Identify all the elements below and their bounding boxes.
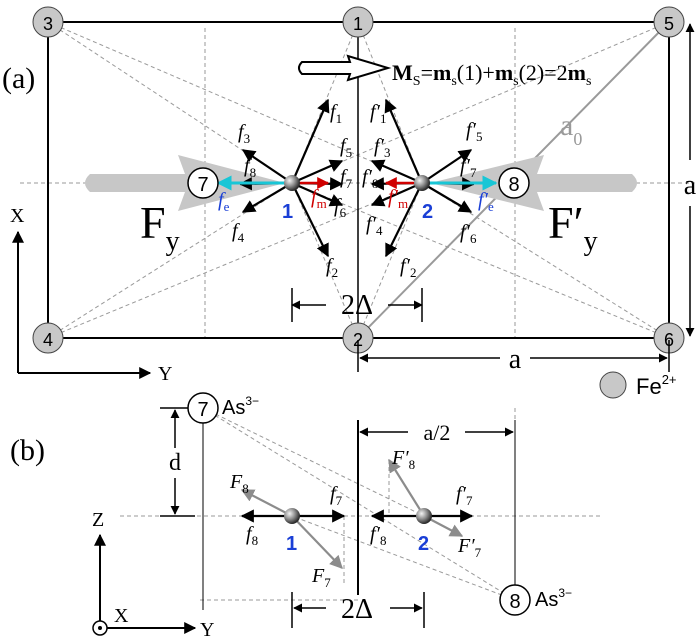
svg-text:f′7: f′7 [456, 483, 473, 508]
svg-text:fm: fm [311, 186, 327, 211]
fe-atom-1-b-label: 1 [286, 533, 297, 555]
svg-text:f′e: f′e [478, 189, 494, 214]
fe-atom-2 [414, 175, 430, 191]
svg-text:f′8: f′8 [370, 523, 386, 548]
svg-text:4: 4 [43, 330, 53, 350]
fy-label: Fy [140, 197, 180, 257]
as-site-8-label: 8 [508, 174, 519, 196]
svg-text:f′4: f′4 [366, 213, 383, 238]
svg-text:f8: f8 [246, 523, 258, 548]
fe-atom-2-label: 2 [422, 201, 433, 223]
a0-label: a0 [560, 109, 582, 149]
panel-b-label: (b) [10, 434, 45, 467]
x-axis-dot-icon [98, 626, 102, 630]
F8-prime-arrow [388, 458, 425, 517]
delta-label-a: 2Δ [341, 290, 373, 321]
axes-b [94, 533, 197, 634]
as-site-8-b [499, 584, 531, 616]
axis-x-label-b: X [114, 605, 129, 627]
fe-atom-1 [284, 175, 300, 191]
svg-text:f′1: f′1 [370, 101, 386, 126]
fe-atom-2-b [416, 508, 432, 524]
fy-prime-label: F′y [548, 197, 598, 257]
bottom-a-dimension [357, 340, 670, 372]
fe-atom-1-label: 1 [282, 201, 293, 223]
moment-equation: MS=ms(1)+ms(2)=2ms [392, 60, 591, 89]
svg-text:f7: f7 [340, 166, 353, 191]
svg-text:f′m: f′m [388, 186, 408, 211]
fe-atom-2-b-label: 2 [418, 533, 429, 555]
fe-atom-1-b [284, 508, 300, 524]
axis-x-label-a: X [10, 205, 25, 227]
svg-text:3: 3 [43, 14, 53, 34]
axis-y-label-a: Y [158, 363, 172, 385]
svg-text:f′2: f′2 [400, 255, 416, 280]
svg-text:f′5: f′5 [466, 119, 482, 144]
d-label: d [169, 450, 181, 476]
delta-dimension-a [291, 288, 423, 322]
axes-a [12, 230, 152, 379]
svg-text:f1: f1 [330, 101, 342, 126]
F8-arrow [240, 489, 293, 517]
as-top-label: As3− [222, 394, 259, 419]
svg-text:F′7: F′7 [457, 535, 482, 560]
svg-text:F7: F7 [311, 565, 331, 590]
fe-legend-label: Fe2+ [636, 372, 677, 399]
svg-text:f2: f2 [326, 255, 338, 280]
svg-text:f′6: f′6 [460, 221, 477, 246]
svg-text:f8: f8 [244, 155, 256, 180]
svg-text:1: 1 [353, 14, 363, 34]
svg-text:f7: f7 [330, 483, 343, 508]
svg-text:f3: f3 [238, 121, 250, 146]
svg-text:f4: f4 [232, 220, 245, 245]
svg-text:F′8: F′8 [391, 447, 415, 472]
svg-text:f′7: f′7 [460, 155, 477, 180]
svg-text:fe: fe [218, 189, 230, 214]
svg-text:f′3: f′3 [374, 135, 390, 160]
as-site-7-label: 7 [197, 174, 208, 196]
moment-arrow [298, 54, 392, 82]
fy-arrow-left [85, 155, 285, 211]
svg-text:f′8: f′8 [362, 166, 378, 191]
half-a-label: a/2 [424, 420, 451, 445]
fe-legend-marker [599, 371, 627, 399]
svg-text:5: 5 [664, 14, 674, 34]
as-site-7 [187, 167, 219, 199]
axis-y-label-b: Y [200, 619, 214, 641]
bottom-a-label: a [509, 344, 522, 375]
force-labels-b: F8 F7 f7 f8 F′8 F′7 f′7 f′8 [229, 447, 482, 590]
as-site-7-b [187, 392, 219, 424]
panel-b: (b) d a/2 [10, 392, 600, 641]
as-bottom-label: As3− [535, 586, 572, 611]
as-site-8-b-num: 8 [509, 591, 520, 613]
panel-a: a0 MS=ms(1)+ms(2)=2ms [2, 6, 697, 399]
delta-label-b: 2Δ [341, 594, 373, 625]
F7-arrow [291, 515, 343, 569]
svg-text:F8: F8 [229, 471, 249, 496]
panel-a-label: (a) [2, 62, 35, 95]
side-a-label: a [684, 170, 697, 201]
force-labels-right: f′1 f′2 f′3 f′4 f′5 f′6 f′7 f′8 f′m f′e [362, 101, 494, 280]
force-labels-left: f1 f2 f3 f4 f5 f6 f7 f8 fm fe [218, 101, 353, 280]
svg-text:f5: f5 [340, 135, 352, 160]
axis-z-label-b: Z [92, 509, 104, 531]
delta-dimension-b [291, 592, 425, 628]
guide-lines-b [120, 407, 600, 601]
svg-text:f6: f6 [334, 195, 347, 220]
fy-arrow-right [430, 155, 637, 211]
as-site-8 [498, 167, 530, 199]
as-site-7-b-num: 7 [197, 399, 208, 421]
